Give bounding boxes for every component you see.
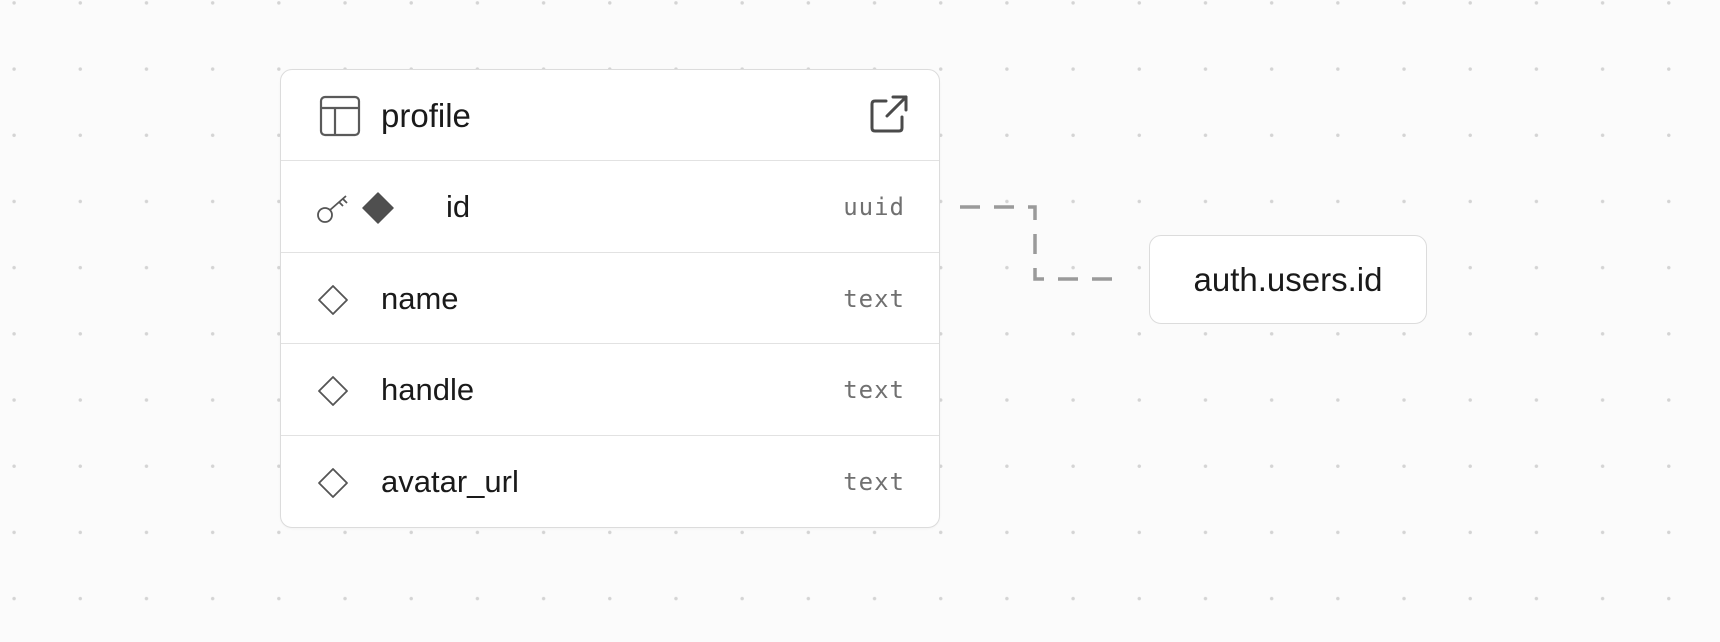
column-type: text [843,284,905,313]
column-row-avatar-url[interactable]: avatar_url text [281,436,939,528]
external-link-icon[interactable] [869,94,909,134]
diamond-outline-icon [318,467,348,498]
diamond-outline-icon [318,284,348,315]
column-name: id [446,189,471,224]
reference-label: auth.users.id [1193,260,1383,298]
column-type: uuid [843,193,905,221]
reference-node-auth-users-id[interactable]: auth.users.id [1149,235,1427,324]
column-name: avatar_url [381,463,519,499]
table-icon [319,95,361,137]
column-row-handle[interactable]: handle text [281,344,939,436]
diamond-outline-icon [318,376,348,406]
table-node-profile[interactable]: profile id uuid name text handle te [280,69,940,528]
column-row-id[interactable]: id uuid [281,161,939,253]
column-name: handle [381,372,475,407]
column-type: text [843,467,905,496]
column-row-name[interactable]: name text [281,253,939,344]
table-title: profile [381,97,471,134]
key-icon [317,195,348,223]
table-header: profile [281,70,939,161]
column-name: name [381,280,459,316]
column-type: text [843,376,905,404]
filled-diamond-icon [362,192,394,224]
